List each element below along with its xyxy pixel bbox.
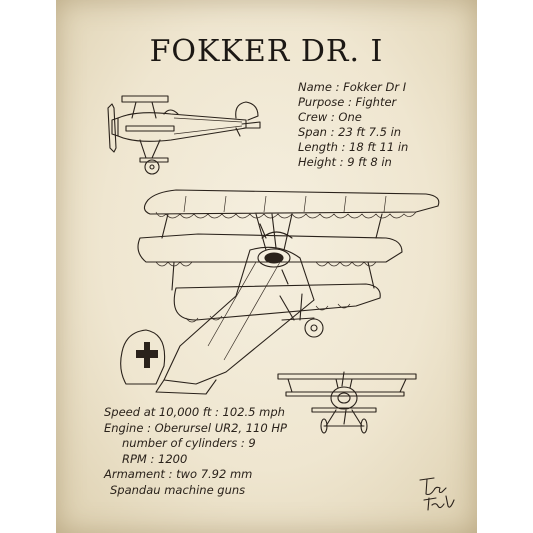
- poster-title: FOKKER DR. I: [149, 34, 384, 69]
- iron-cross-icon: [136, 342, 158, 368]
- side-view-drawing: [107, 95, 261, 175]
- front-view-drawing: [277, 371, 417, 434]
- spec-rpm: RPM : 1200: [122, 451, 188, 466]
- spec-name: Name : Fokker Dr I: [298, 80, 407, 94]
- spec-span: Span : 23 ft 7.5 in: [298, 125, 402, 139]
- spec-crew: Crew : One: [298, 110, 362, 124]
- spec-guns: Spandau machine guns: [110, 482, 246, 497]
- aircraft-drawings: [107, 95, 440, 434]
- spec-purpose: Purpose : Fighter: [298, 95, 397, 109]
- spec-engine: Engine : Oberursel UR2, 110 HP: [104, 420, 287, 435]
- specs-top: Name : Fokker Dr I Purpose : Fighter Cre…: [298, 80, 408, 170]
- specs-bottom: Speed at 10,000 ft : 102.5 mph Engine : …: [104, 405, 287, 498]
- spec-speed: Speed at 10,000 ft : 102.5 mph: [104, 405, 285, 419]
- poster-sheet: FOKKER DR. I Name : Fokker Dr I Purpose …: [56, 0, 477, 533]
- spec-length: Length : 18 ft 11 in: [298, 140, 409, 154]
- spec-cylinders: number of cylinders : 9: [122, 436, 256, 450]
- spec-height: Height : 9 ft 8 in: [298, 155, 392, 169]
- perspective-view-drawing: [120, 189, 440, 395]
- spec-armament: Armament : two 7.92 mm: [104, 467, 253, 481]
- artist-signature: [419, 477, 455, 511]
